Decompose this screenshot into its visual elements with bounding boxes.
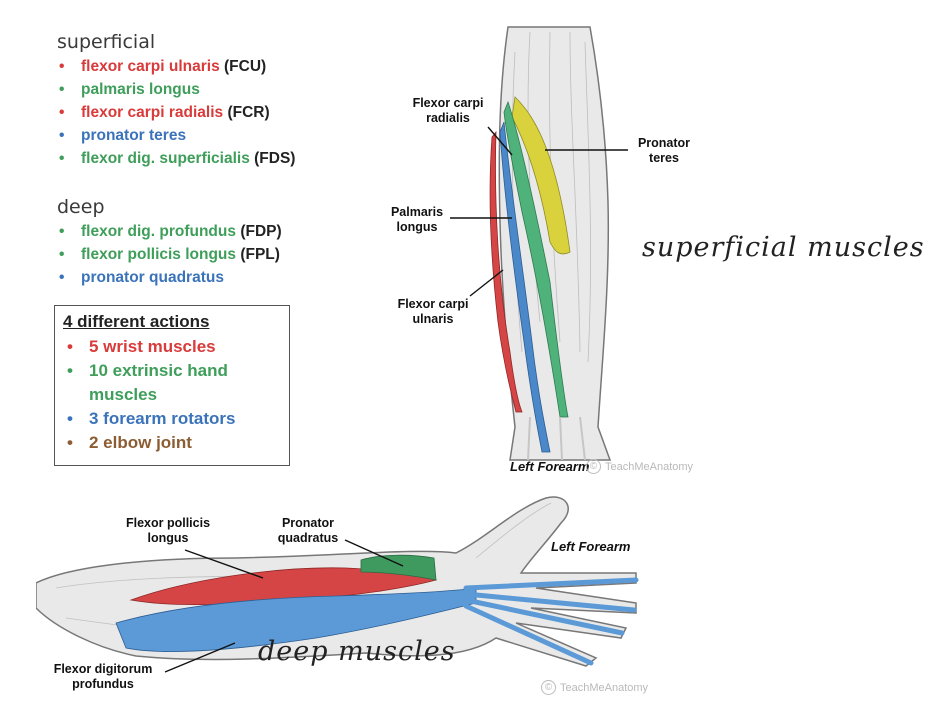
deep-muscles-note: deep muscles bbox=[258, 636, 456, 667]
muscle-name: pronator quadratus bbox=[81, 269, 224, 286]
action-list-item: 5 wrist muscles bbox=[63, 335, 281, 359]
muscle-list-item: flexor dig. superficialis (FDS) bbox=[55, 147, 295, 170]
muscle-abbreviation: (FCU) bbox=[224, 58, 267, 75]
muscle-name: palmaris longus bbox=[81, 81, 200, 98]
bottom-caption: Left Forearm bbox=[551, 539, 631, 554]
muscle-list-item: palmaris longus bbox=[55, 78, 295, 101]
muscle-list-item: flexor dig. profundus (FDP) bbox=[55, 220, 282, 243]
muscle-name: flexor carpi radialis bbox=[81, 104, 224, 121]
superficial-forearm-illustration bbox=[489, 26, 612, 461]
wrist-tendons bbox=[527, 416, 586, 461]
copyright-icon: © bbox=[586, 459, 601, 474]
muscle-abbreviation: (FPL) bbox=[240, 246, 280, 263]
deep-heading: deep bbox=[57, 196, 105, 218]
actions-title: 4 different actions bbox=[63, 312, 210, 331]
muscle-name: flexor pollicis longus bbox=[81, 246, 237, 263]
bottom-watermark-text: TeachMeAnatomy bbox=[560, 681, 649, 694]
muscle-list-item: flexor carpi radialis (FCR) bbox=[55, 101, 295, 124]
action-list-item: 3 forearm rotators bbox=[63, 407, 281, 431]
muscle-list-item: flexor pollicis longus (FPL) bbox=[55, 243, 282, 266]
superficial-list: flexor carpi ulnaris (FCU) palmaris longu… bbox=[55, 55, 295, 170]
muscle-list-item: flexor carpi ulnaris (FCU) bbox=[55, 55, 295, 78]
copyright-icon: © bbox=[541, 680, 556, 695]
action-list-item: 2 elbow joint bbox=[63, 431, 281, 455]
actions-box: 4 different actions 5 wrist muscles10 ex… bbox=[54, 305, 290, 466]
top-watermark-text: TeachMeAnatomy bbox=[605, 460, 694, 473]
muscle-name: flexor dig. superficialis bbox=[81, 150, 250, 167]
actions-list: 5 wrist muscles10 extrinsic hand muscles… bbox=[63, 335, 281, 455]
top-caption: Left Forearm bbox=[510, 459, 590, 474]
muscle-abbreviation: (FCR) bbox=[227, 104, 270, 121]
muscle-abbreviation: (FDP) bbox=[240, 223, 282, 240]
deep-list: flexor dig. profundus (FDP)flexor pollic… bbox=[55, 220, 282, 289]
top-watermark: © TeachMeAnatomy bbox=[586, 459, 693, 474]
palmaris-longus-muscle bbox=[499, 121, 551, 453]
deep-forearm-illustration bbox=[36, 496, 639, 667]
muscle-name: pronator teres bbox=[81, 127, 187, 144]
superficial-muscles-note: superficial muscles bbox=[642, 232, 925, 263]
action-list-item: 10 extrinsic hand muscles bbox=[63, 359, 281, 407]
bottom-watermark: © TeachMeAnatomy bbox=[541, 680, 648, 695]
muscle-name: flexor carpi ulnaris bbox=[81, 58, 220, 75]
muscle-list-item: pronator teres bbox=[55, 124, 295, 147]
muscle-abbreviation: (FDS) bbox=[254, 150, 296, 167]
muscle-list-item: pronator quadratus bbox=[55, 266, 282, 289]
superficial-heading: superficial bbox=[57, 31, 156, 53]
profundus-tendons bbox=[463, 577, 639, 666]
muscle-name: flexor dig. profundus bbox=[81, 223, 236, 240]
pronator-teres-muscle bbox=[511, 96, 571, 255]
pronator-quadratus-muscle bbox=[360, 554, 437, 581]
flexor-carpi-ulnaris-muscle bbox=[489, 130, 523, 413]
